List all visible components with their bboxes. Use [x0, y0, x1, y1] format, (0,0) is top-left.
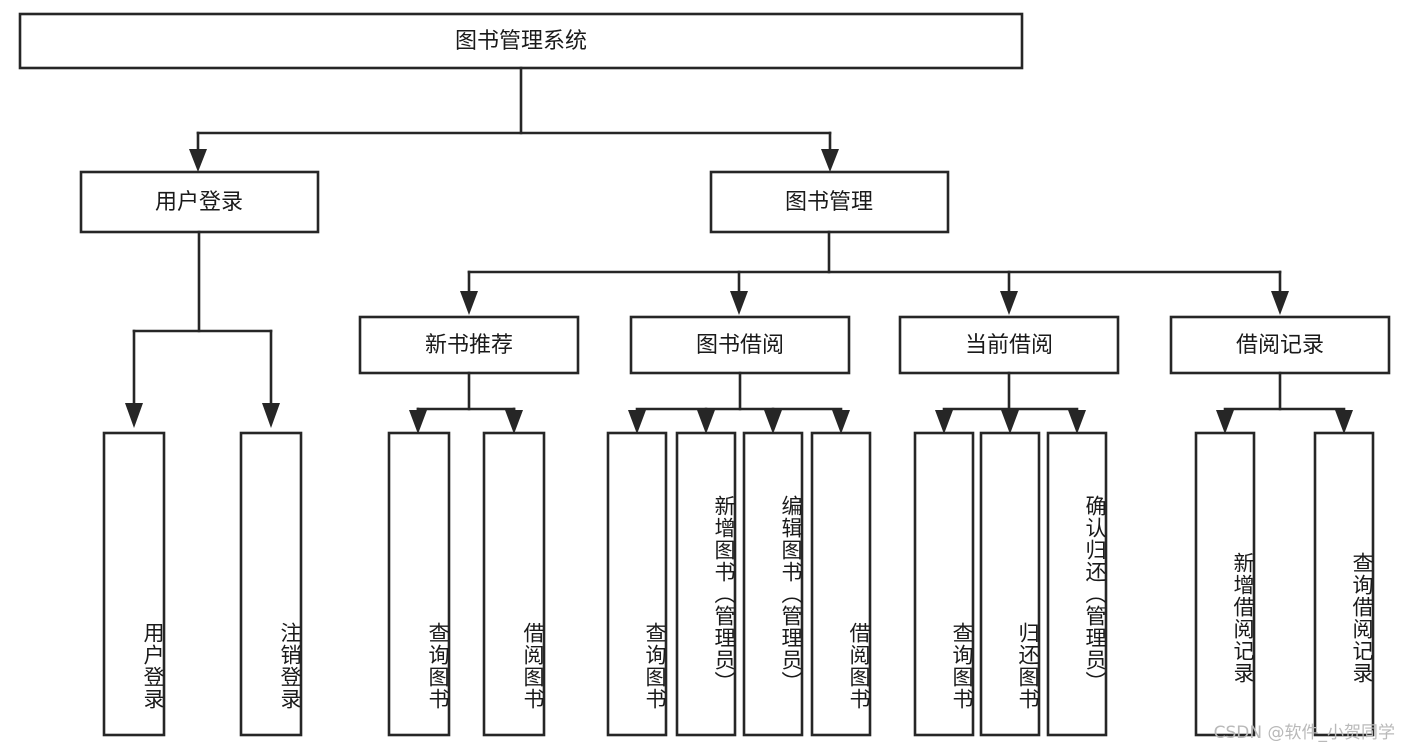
- arrow-book-borrow-leaf-3: [764, 410, 782, 434]
- leaf-box-nb-query-book[interactable]: [387, 431, 451, 737]
- arrow-current-borrow-leaf-3: [1068, 410, 1086, 434]
- leaf-box-bb-add-book[interactable]: [675, 431, 737, 737]
- node-new-book-box[interactable]: [358, 315, 580, 375]
- leaf-box-cb-return-book[interactable]: [979, 431, 1041, 737]
- leaf-box-bb-edit-book[interactable]: [742, 431, 804, 737]
- node-root-box[interactable]: [18, 12, 1024, 70]
- arrow-book-borrow-leaf-1: [628, 410, 646, 434]
- arrow-root-to-user-login: [189, 149, 207, 172]
- node-current-borrow-label: 当前借阅: [965, 333, 1053, 358]
- node-root-label: 图书管理系统: [455, 29, 587, 54]
- node-book-borrow-label: 图书借阅: [696, 333, 784, 358]
- arrow-borrow-record-leaf-2: [1335, 410, 1353, 434]
- arrow-book-mgmt-to-borrow: [730, 291, 748, 315]
- arrow-current-borrow-leaf-2: [1001, 410, 1019, 434]
- node-current-borrow-box[interactable]: [898, 315, 1120, 375]
- arrow-borrow-record-leaf-1: [1216, 410, 1234, 434]
- arrow-book-mgmt-to-new-book: [460, 291, 478, 315]
- arrow-book-borrow-leaf-4: [832, 410, 850, 434]
- leaf-box-bb-query-book[interactable]: [606, 431, 668, 737]
- leaf-box-br-add-record[interactable]: [1194, 431, 1256, 737]
- arrow-book-mgmt-to-record: [1271, 291, 1289, 315]
- arrow-new-book-leaf-2: [505, 410, 523, 434]
- arrow-user-login-leaf-2: [262, 403, 280, 428]
- arrow-user-login-leaf-1: [125, 403, 143, 428]
- leaf-box-br-query-record[interactable]: [1313, 431, 1375, 737]
- arrow-book-mgmt-to-current: [1000, 291, 1018, 315]
- arrow-current-borrow-leaf-1: [935, 410, 953, 434]
- node-book-mgmt-box[interactable]: [709, 170, 950, 234]
- leaf-box-bb-borrow-book[interactable]: [810, 431, 872, 737]
- node-borrow-record-label: 借阅记录: [1236, 333, 1324, 358]
- arrow-book-borrow-leaf-2: [697, 410, 715, 434]
- node-borrow-record-box[interactable]: [1169, 315, 1391, 375]
- leaf-box-nb-borrow-book[interactable]: [482, 431, 546, 737]
- arrow-new-book-leaf-1: [409, 410, 427, 434]
- leaf-box-user-login[interactable]: [102, 431, 166, 737]
- node-book-borrow-box[interactable]: [629, 315, 851, 375]
- node-book-mgmt-label: 图书管理: [785, 190, 873, 215]
- leaf-box-logout[interactable]: [239, 431, 303, 737]
- node-user-login-label: 用户登录: [155, 190, 243, 215]
- leaf-box-cb-query-book[interactable]: [913, 431, 975, 737]
- node-new-book-label: 新书推荐: [425, 333, 513, 358]
- leaf-box-cb-confirm-return[interactable]: [1046, 431, 1108, 737]
- arrow-root-to-book-mgmt: [821, 149, 839, 172]
